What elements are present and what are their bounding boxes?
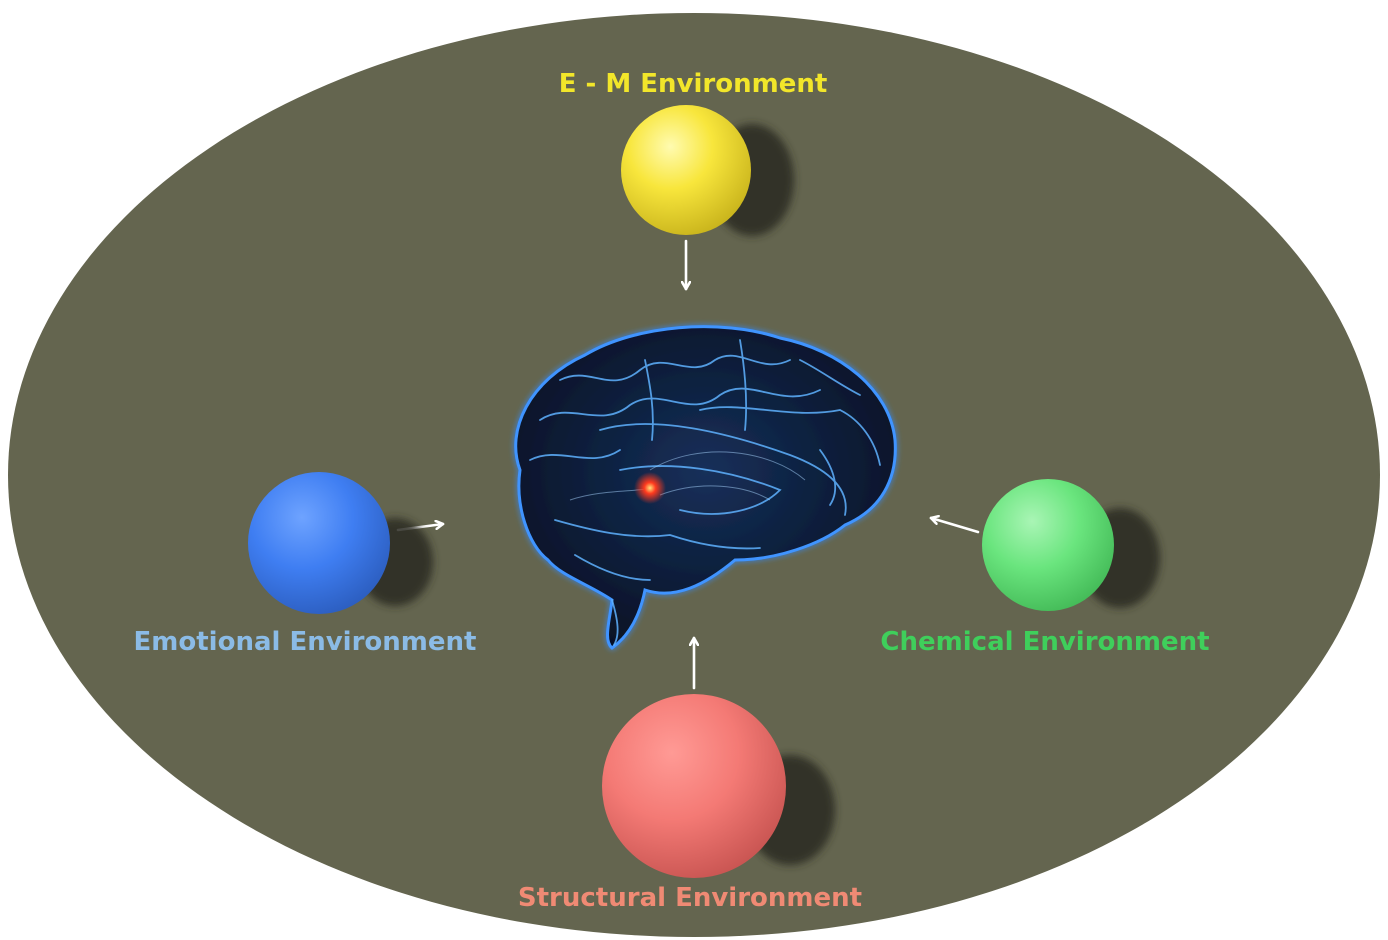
hotspot-icon bbox=[634, 472, 666, 504]
em-sphere-icon bbox=[621, 105, 751, 235]
emotional-sphere-icon bbox=[248, 472, 390, 614]
emotional-environment-node: Emotional Environment bbox=[134, 472, 477, 657]
chemical-environment-node: Chemical Environment bbox=[880, 479, 1210, 657]
structural-environment-node: Structural Environment bbox=[518, 694, 862, 913]
chemical-sphere-icon bbox=[982, 479, 1114, 611]
chemical-environment-label: Chemical Environment bbox=[880, 627, 1209, 657]
em-environment-label: E - M Environment bbox=[559, 69, 828, 99]
structural-sphere-icon bbox=[602, 694, 786, 878]
em-environment-node: E - M Environment bbox=[559, 69, 828, 236]
arrow-chemical-to-brain bbox=[929, 518, 980, 534]
structural-environment-label: Structural Environment bbox=[518, 883, 862, 913]
brain-icon bbox=[514, 325, 897, 650]
emotional-environment-label: Emotional Environment bbox=[134, 627, 477, 657]
